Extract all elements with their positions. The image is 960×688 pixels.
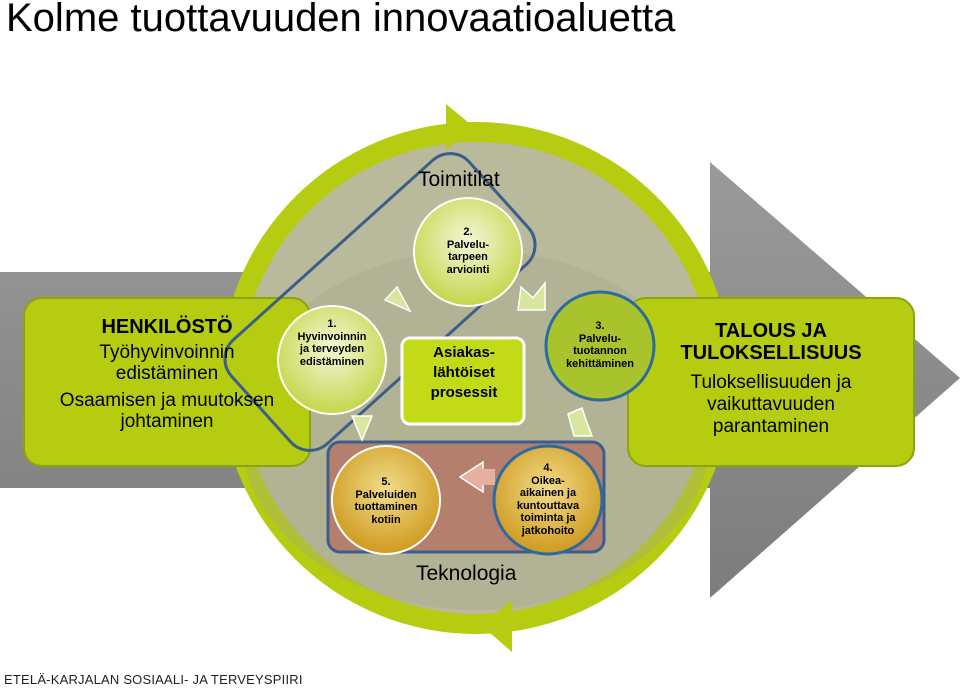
node-5-line-1: Palveluiden [355,488,417,501]
node-4-line-2: aikainen ja [519,487,577,499]
node-1-line-1: Hyvinvoinnin [297,330,367,343]
ring-arrowhead-bottom [482,600,512,652]
node-5-circle [331,445,441,555]
node-4-text: 4. Oikea- aikainen ja kuntouttava toimin… [496,462,600,537]
node-4-line-1: Oikea- [531,474,565,487]
left-box-text: HENKILÖSTÖ Työhyvinvoinnin edistäminen O… [24,316,310,432]
center-line-1: Asiakas- [433,344,495,361]
right-box-heading-2: TULOKSELLISUUS [680,342,862,364]
node-5-text: 5. Palveluiden tuottaminen kotiin [334,476,438,526]
node-3-line-3: kehittäminen [566,357,634,370]
left-box-line-2: edistäminen [115,363,219,384]
slide-title: Kolme tuottavuuden innovaatioaluetta [6,0,676,40]
node-3-line-1: Palvelu- [578,332,622,345]
node-1-line-3: edistäminen [299,355,365,368]
node-3-circle [544,290,656,402]
arrow-5-to-1 [350,415,374,442]
right-box-line-1: Tuloksellisuuden ja [690,372,852,393]
node-5-number: 5. [381,476,391,488]
left-box-line-4: johtaminen [120,411,214,432]
node-2-number: 2. [463,226,473,238]
node-2-circle [413,197,523,307]
node-5-line-2: tuottaminen [354,501,418,513]
node-1-text: 1. Hyvinvoinnin ja terveyden edistäminen [280,318,384,368]
node-4-line-5: jatkohoito [521,524,575,537]
center-text: Asiakas- lähtöiset prosessit [404,343,524,403]
right-box-line-2: vaikuttavuuden [707,394,835,415]
arrow-1-to-2 [383,285,412,313]
right-box-text: TALOUS JA TULOKSELLISUUS Tuloksellisuude… [628,320,914,438]
node-2-text: 2. Palvelu- tarpeen arviointi [416,226,520,276]
arrow-3-to-4 [567,406,594,437]
node-5-line-3: kotiin [371,513,401,526]
right-box-line-3: parantaminen [712,416,830,437]
ring-arrowhead-top [446,104,474,150]
node-1-circle [277,305,387,415]
left-box-heading: HENKILÖSTÖ [101,316,233,338]
node-3-line-2: tuotannon [573,345,627,357]
left-box-line-3: Osaamisen ja muutoksen [59,390,275,411]
label-premises: Toimitilat [418,168,500,191]
node-4-number: 4. [543,462,553,474]
node-2-line-3: arviointi [446,263,490,276]
node-3-text: 3. Palvelu- tuotannon kehittäminen [548,320,652,370]
node-4-line-3: kuntouttava [516,499,580,512]
node-1-line-2: ja terveyden [299,343,365,355]
node-1-number: 1. [327,318,337,330]
node-4-circle [492,444,604,556]
center-box [400,336,526,426]
center-line-3: prosessit [430,384,498,401]
node-3-number: 3. [595,320,605,332]
right-box-heading-1: TALOUS JA [715,320,827,342]
node-4-line-4: toiminta ja [520,512,576,524]
arrow-2-to-3 [517,280,546,311]
center-line-2: lähtöiset [433,364,495,381]
footer-organization: ETELÄ-KARJALAN SOSIAALI- JA TERVEYSPIIRI [4,672,303,687]
node-2-line-2: tarpeen [448,251,488,263]
arrow-4-to-5-tail [481,469,495,485]
left-box-line-1: Työhyvinvoinnin [99,342,235,363]
label-technology: Teknologia [416,562,517,585]
node-2-line-1: Palvelu- [446,238,490,251]
